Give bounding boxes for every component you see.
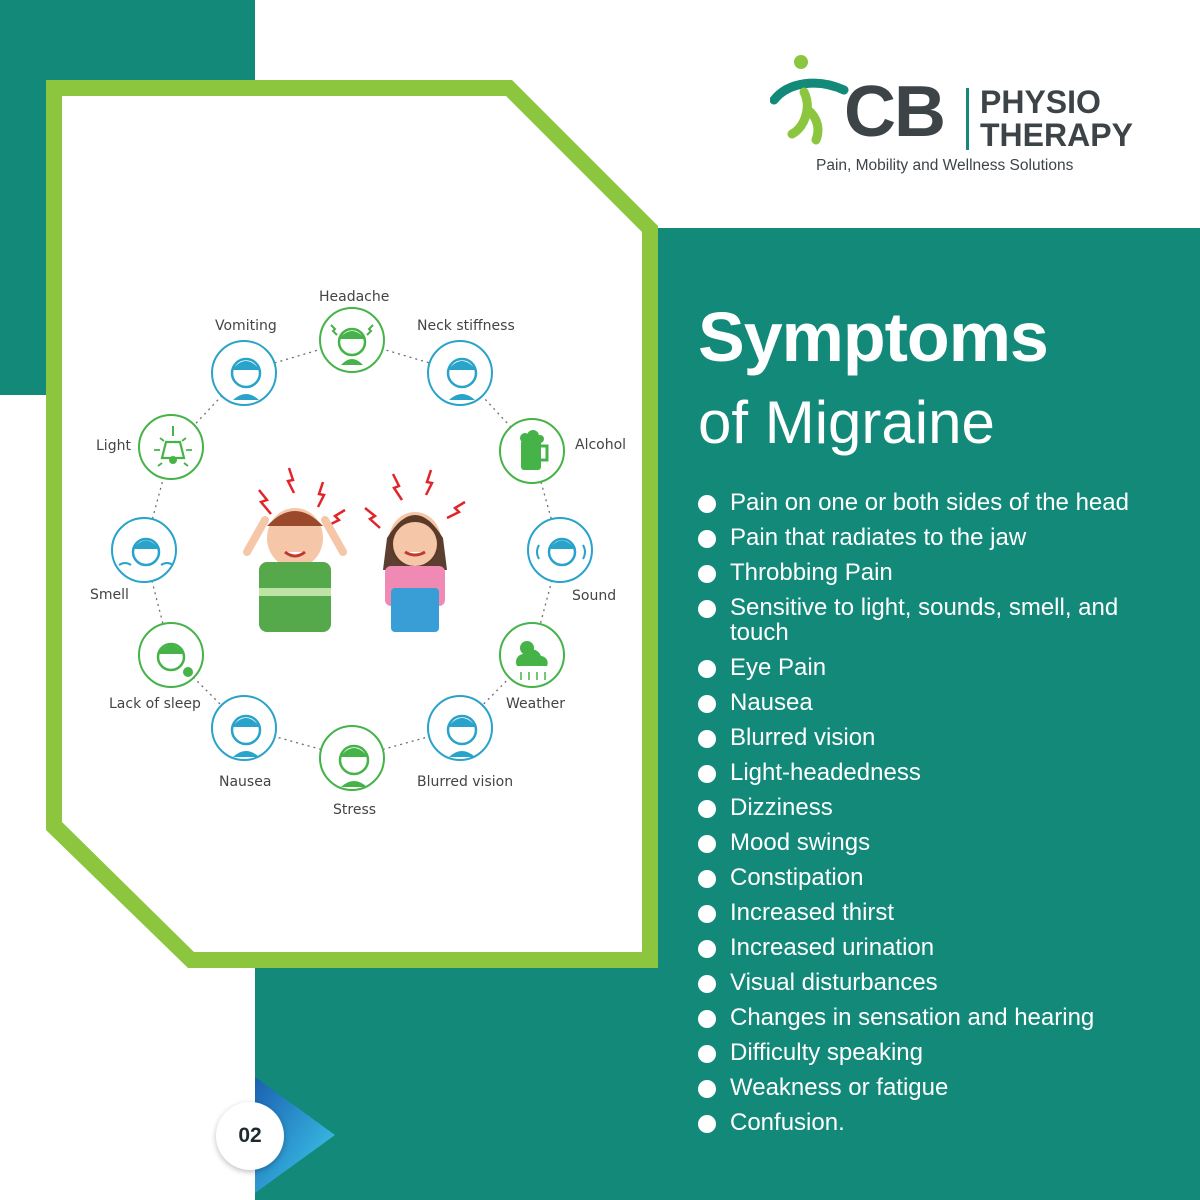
stress-icon	[319, 725, 385, 791]
list-item: Increased urination	[698, 935, 1178, 960]
list-item: Pain that radiates to the jaw	[698, 525, 1178, 550]
logo-word-therapy: THERAPY	[980, 117, 1133, 153]
pain-lightning-icon	[258, 467, 466, 529]
label-weather: Weather	[506, 696, 565, 712]
list-item: Dizziness	[698, 795, 1178, 820]
logo-word-physio: PHYSIO	[980, 84, 1101, 120]
label-headache: Headache	[319, 289, 390, 305]
blurred-vision-icon	[427, 695, 493, 761]
logo-tagline: Pain, Mobility and Wellness Solutions	[816, 157, 1074, 174]
list-item: Changes in sensation and hearing	[698, 1005, 1178, 1030]
label-lack-of-sleep: Lack of sleep	[109, 696, 201, 712]
label-neck-stiffness: Neck stiffness	[417, 318, 515, 334]
label-smell: Smell	[90, 587, 129, 603]
list-item: Constipation	[698, 865, 1178, 890]
alcohol-icon	[499, 418, 565, 484]
lack-of-sleep-icon	[138, 622, 204, 688]
page-title: Symptoms	[698, 298, 1049, 376]
sound-icon	[527, 517, 593, 583]
smell-icon	[111, 517, 177, 583]
light-bulb-icon	[138, 414, 204, 480]
label-sound: Sound	[572, 588, 617, 604]
label-nausea: Nausea	[219, 774, 272, 790]
vomiting-icon	[211, 340, 277, 406]
list-item: Blurred vision	[698, 725, 1178, 750]
list-item: Eye Pain	[698, 655, 1178, 680]
nausea-icon	[211, 695, 277, 761]
list-item: Increased thirst	[698, 900, 1178, 925]
list-item: Nausea	[698, 690, 1178, 715]
symptom-list: Pain on one or both sides of the head Pa…	[698, 490, 1178, 1145]
page-number: 02	[238, 1124, 262, 1147]
page-subtitle: of Migraine	[698, 389, 995, 456]
label-light: Light	[96, 438, 131, 454]
neck-stiffness-icon	[427, 340, 493, 406]
page-number-badge: 02	[216, 1102, 284, 1170]
list-item: Sensitive to light, sounds, smell, and t…	[698, 595, 1178, 645]
list-item: Difficulty speaking	[698, 1040, 1178, 1065]
logo-divider	[966, 88, 969, 150]
label-blurred-vision: Blurred vision	[417, 774, 514, 790]
runner-icon	[770, 55, 849, 145]
headache-icon	[319, 307, 385, 373]
list-item: Confusion.	[698, 1110, 1178, 1135]
list-item: Throbbing Pain	[698, 560, 1178, 585]
label-vomiting: Vomiting	[215, 318, 277, 334]
list-item: Visual disturbances	[698, 970, 1178, 995]
list-item: Light-headedness	[698, 760, 1178, 785]
brand-logo: CB PHYSIO THERAPY Pain, Mobility and Wel…	[770, 52, 1150, 182]
list-item: Weakness or fatigue	[698, 1075, 1178, 1100]
children-headache-illustration	[243, 467, 466, 632]
label-alcohol: Alcohol	[575, 437, 627, 453]
label-stress: Stress	[333, 802, 377, 818]
weather-icon	[499, 622, 565, 688]
list-item: Pain on one or both sides of the head	[698, 490, 1178, 515]
logo-letters: CB	[844, 72, 946, 152]
list-item: Mood swings	[698, 830, 1178, 855]
